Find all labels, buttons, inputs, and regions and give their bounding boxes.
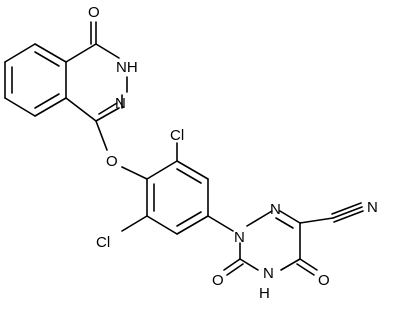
atom-n-triazine-4: N bbox=[263, 265, 274, 282]
phthalazinone-bonds bbox=[4, 21, 128, 151]
phenyl-bonds bbox=[121, 142, 234, 235]
atom-n-nitrile: N bbox=[367, 199, 378, 216]
atom-n-triazine-2: N bbox=[270, 201, 281, 218]
atom-h-triazine: H bbox=[259, 285, 270, 302]
atom-o-carbonyl-top: O bbox=[88, 4, 100, 21]
atom-cl-lower: Cl bbox=[96, 234, 110, 251]
atom-o-triazine-5: O bbox=[318, 272, 330, 289]
atom-o-ether: O bbox=[106, 153, 118, 170]
atom-n-phthalazine: N bbox=[115, 95, 126, 112]
atom-labels: O NH N O Cl Cl N N N H N O O bbox=[88, 4, 378, 302]
atom-o-triazine-3: O bbox=[212, 272, 224, 289]
atom-n-triazine-1: N bbox=[234, 229, 245, 246]
atom-cl-upper: Cl bbox=[170, 127, 184, 144]
atom-nh-phthalazinone: NH bbox=[116, 59, 138, 76]
triazine-bonds bbox=[223, 202, 364, 276]
